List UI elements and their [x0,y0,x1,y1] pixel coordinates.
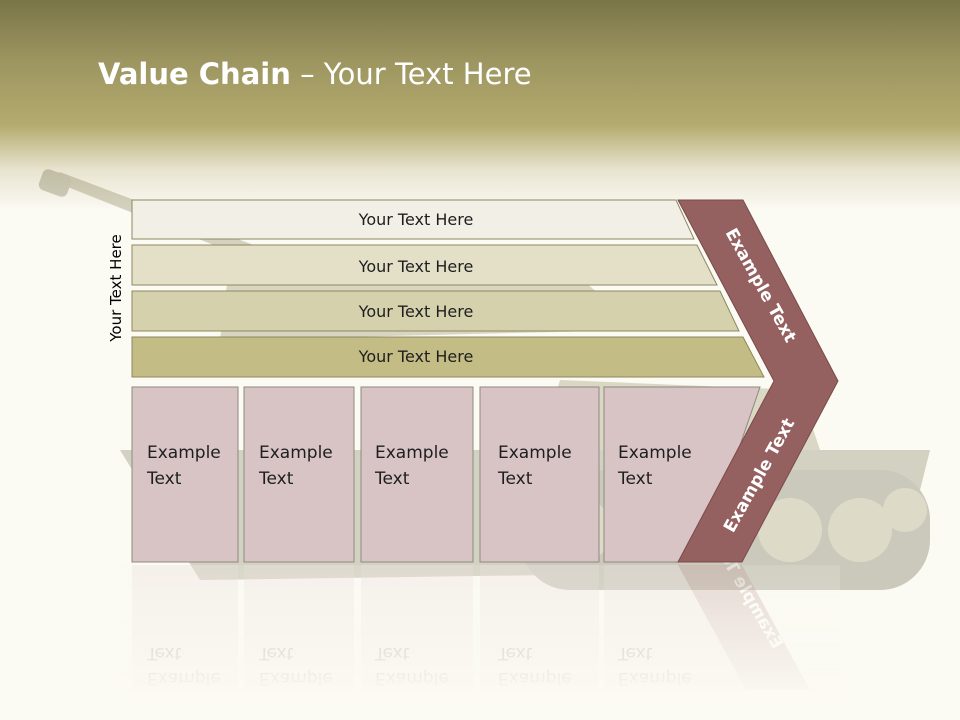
row-band-1[interactable]: Your Text Here [131,199,695,240]
diagram-reflection: Example Text Example Text Example Text E… [120,532,840,700]
row-band-3-shape [131,290,740,332]
activity-cell-4[interactable]: Example Text [479,386,600,563]
title-rest: – Your Text Here [290,57,532,91]
activity-cell-4-line1: Example [498,443,572,463]
activity-cell-3-line2: Text [374,469,410,489]
row-band-1-label: Your Text Here [358,210,474,229]
activity-cell-1-line2: Text [146,469,182,489]
row-band-3-label: Your Text Here [358,302,474,321]
activity-cell-5-line2: Text [617,469,653,489]
activity-cell-1-shape [131,386,239,563]
margin-chevron-shape [677,199,839,563]
title-bold: Value Chain [98,57,291,91]
row-band-4-label: Your Text Here [358,347,474,366]
activity-cell-2-line1: Example [259,443,333,463]
activity-cell-3-shape [360,386,474,563]
row-band-1-shape [131,199,695,240]
activity-cell-4-line2: Text [497,469,533,489]
activity-cell-2-line2: Text [258,469,294,489]
activity-cell-2-shape [243,386,355,563]
activity-cell-1-line1: Example [147,443,221,463]
row-band-4-shape [131,336,765,378]
row-band-2-label: Your Text Here [358,257,474,276]
activity-cell-1[interactable]: Example Text [131,386,239,563]
activity-cell-2[interactable]: Example Text [243,386,355,563]
slide-title: Value Chain – Your Text Here [98,52,532,96]
row-band-2-shape [131,244,718,286]
activity-cell-5[interactable]: Example Text [603,386,761,563]
row-band-4[interactable]: Your Text Here [131,336,765,378]
activity-cell-3-line1: Example [375,443,449,463]
activity-cell-5-line1: Example [618,443,692,463]
row-band-2[interactable]: Your Text Here [131,244,718,286]
row-band-3[interactable]: Your Text Here [131,290,740,332]
side-label: Your Text Here [107,234,125,342]
activity-cell-4-shape [479,386,600,563]
activity-cell-3[interactable]: Example Text [360,386,474,563]
